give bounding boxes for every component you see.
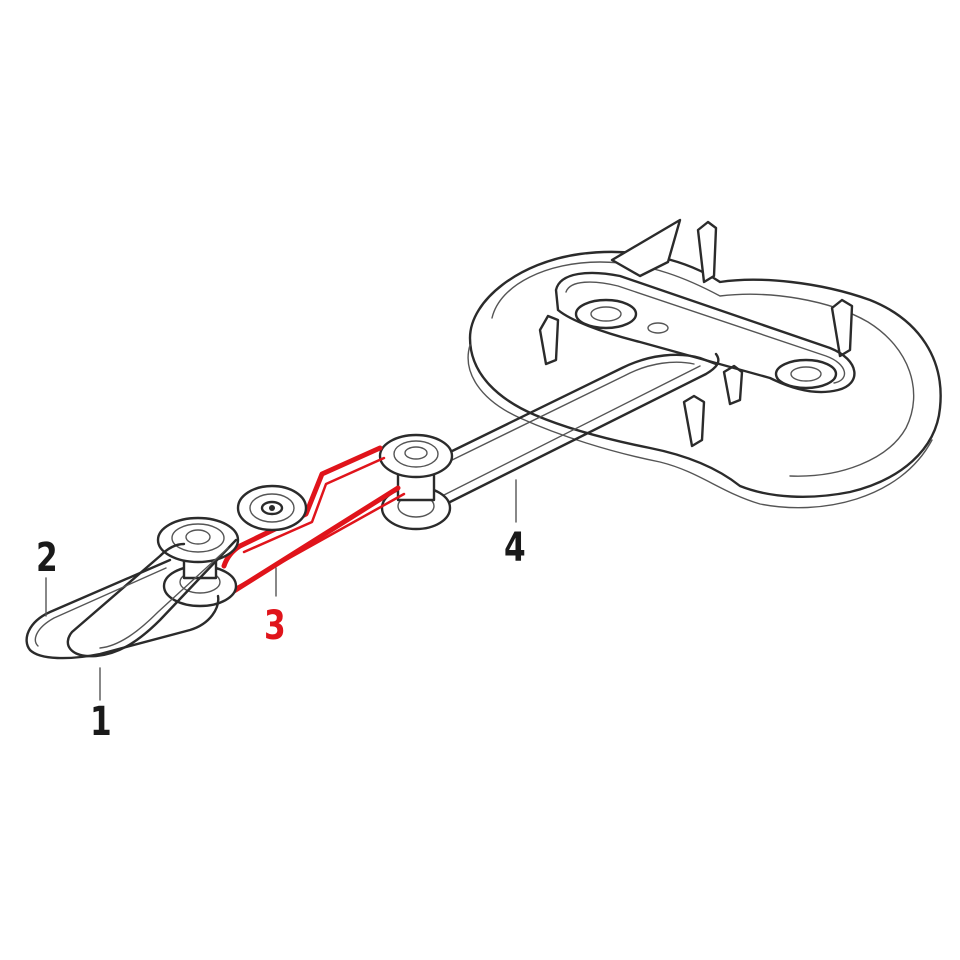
deck-belt-loop-inner	[565, 281, 846, 384]
callout-2: 2	[36, 535, 58, 581]
belt-2	[25, 558, 220, 660]
double-pulley	[378, 433, 454, 531]
idler-mid	[249, 493, 295, 523]
belt-1-loop-inner	[99, 547, 229, 649]
belt-4-upper-run-inner	[447, 361, 695, 463]
spindle-right-inner	[790, 366, 822, 382]
spindle-right	[774, 358, 838, 390]
engine-pulley-upper-mid	[171, 523, 225, 553]
belt-1	[66, 538, 238, 658]
pulley-upper-outer	[378, 433, 454, 479]
engine-pulley-upper-hub	[185, 529, 211, 545]
pulley-upper-hub	[404, 446, 428, 460]
belt-4-lower-run	[442, 352, 720, 507]
deck-belt-loop	[554, 271, 856, 394]
deck-bracket-left	[538, 314, 560, 366]
belt-4-upper-run	[442, 353, 718, 457]
belt-3-inner	[230, 456, 406, 592]
discharge-chute	[610, 218, 682, 278]
belt-1-loop	[66, 538, 238, 658]
belt-2-loop-inner	[34, 567, 167, 647]
callout-1: 1	[90, 699, 112, 745]
deck-inner-rim	[491, 261, 915, 477]
deck-bracket-front	[682, 394, 706, 448]
deck-idler	[647, 322, 669, 334]
idler-pulley	[236, 484, 308, 532]
belt-4	[439, 352, 720, 507]
deck-bracket-rear	[696, 220, 718, 284]
spindle-left-inner	[590, 306, 622, 322]
idler-hub	[260, 500, 284, 516]
leader-lines	[45, 479, 517, 701]
callout-4: 4	[504, 525, 526, 571]
callout-3: 3	[264, 603, 286, 649]
deck-skirt	[467, 344, 933, 509]
deck-bracket-right	[830, 298, 854, 358]
mower-deck	[467, 218, 942, 509]
spindle-left	[574, 298, 638, 330]
idler-bolt	[269, 505, 275, 511]
pulley-upper-mid	[393, 440, 439, 468]
belt-2-loop	[25, 558, 220, 660]
belt-4-lower-run-inner	[439, 365, 701, 498]
